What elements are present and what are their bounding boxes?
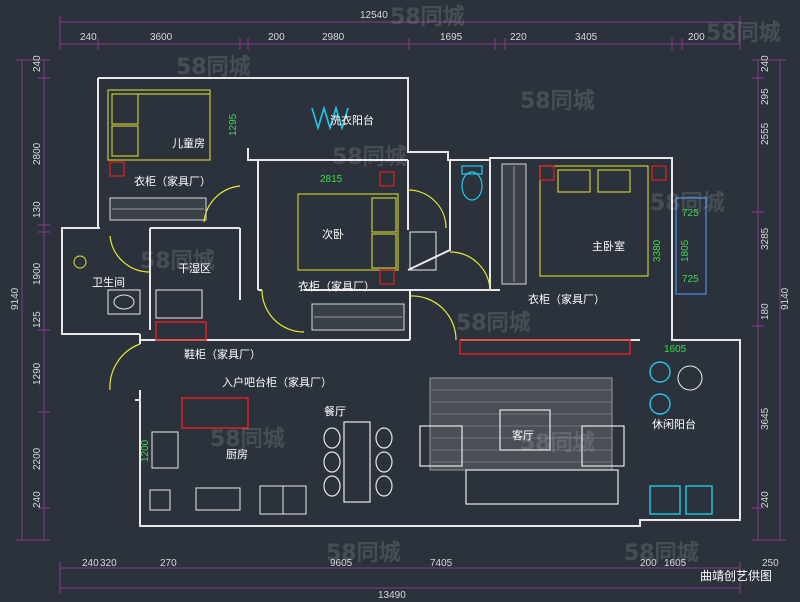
dim-top-seg: 200 <box>688 32 705 43</box>
dim-left-seg: 240 <box>32 55 43 72</box>
dim-left-seg: 1290 <box>32 362 43 385</box>
bar-cabinet <box>181 397 249 429</box>
bed-second <box>297 193 399 271</box>
dim-right-seg: 3285 <box>760 227 771 250</box>
dim-right-total: 9140 <box>780 287 791 310</box>
watermark: 58同城 <box>650 190 725 216</box>
kitchen-fixtures <box>149 431 307 515</box>
dining-table <box>323 421 393 503</box>
room-label-bathroom: 卫生间 <box>92 275 125 289</box>
watermark: 58同城 <box>390 4 465 30</box>
room-label-second: 次卧 <box>322 227 344 241</box>
dim-top-seg: 2980 <box>322 32 345 43</box>
dim-left-seg: 125 <box>32 311 43 328</box>
dim-bottom-seg: 240 <box>82 558 99 569</box>
tv-cabinet <box>459 339 631 355</box>
watermarks: 58同城 58同城 58同城 58同城 58同城 58同城 58同城 58同城 … <box>140 4 781 566</box>
wardrobe-hatch <box>112 166 515 318</box>
dim-bottom-seg: 7405 <box>430 558 453 569</box>
dim-bottom-seg: 1605 <box>664 558 687 569</box>
label-bar-cabinet: 入户吧台柜（家具厂） <box>222 375 332 389</box>
dim-top-seg: 220 <box>510 32 527 43</box>
watermark: 58同城 <box>176 54 251 80</box>
dim-inner-3380: 3380 <box>652 239 663 262</box>
dim-right-seg: 180 <box>760 303 771 320</box>
watermark: 58同城 <box>520 88 595 114</box>
dim-left-total: 9140 <box>10 287 21 310</box>
dim-bottom-seg: 9605 <box>330 558 353 569</box>
sofa-set <box>419 409 625 505</box>
dim-top-seg: 200 <box>268 32 285 43</box>
dim-right-seg: 3645 <box>760 407 771 430</box>
watermark: 58同城 <box>326 540 401 566</box>
dim-left: 9140 240 2800 130 1900 125 1290 2200 240 <box>10 55 43 508</box>
watermark: 58同城 <box>520 430 595 456</box>
dim-left-seg: 240 <box>32 491 43 508</box>
balcony-chairs <box>649 361 713 515</box>
dim-inner-1200: 1200 <box>140 439 151 462</box>
dim-right-seg: 295 <box>760 88 771 105</box>
dim-bottom-seg: 320 <box>100 558 117 569</box>
master-window <box>675 197 707 295</box>
dim-inner-1295: 1295 <box>228 113 239 136</box>
dim-bottom-seg: 200 <box>640 558 657 569</box>
room-label-children: 儿童房 <box>172 136 205 150</box>
dim-inner-725b: 725 <box>682 274 699 285</box>
nightstands <box>109 161 667 285</box>
dim-left-seg: 1900 <box>32 262 43 285</box>
shoe-cabinet <box>155 321 207 341</box>
dim-top-total: 12540 <box>360 10 388 21</box>
dim-bottom-segments: 240 320 270 9605 7405 200 1605 250 <box>82 558 779 569</box>
dim-inner-1805: 1805 <box>680 239 691 262</box>
toilet-master <box>461 165 483 201</box>
wardrobes <box>109 163 527 331</box>
watermark: 58同城 <box>140 248 215 274</box>
dim-inner-725a: 725 <box>682 208 699 219</box>
bed-children <box>107 89 211 161</box>
dim-left-seg: 130 <box>32 201 43 218</box>
toilet-bathroom <box>73 255 87 269</box>
watermark: 58同城 <box>332 144 407 170</box>
dim-right: 9140 240 2555 295 3285 180 3645 240 <box>760 55 791 508</box>
label-wardrobe-master: 衣柜（家具厂） <box>528 292 605 306</box>
dim-right-seg: 240 <box>760 491 771 508</box>
room-label-dry: 干湿区 <box>178 262 211 275</box>
room-label-dining: 餐厅 <box>324 404 346 418</box>
dim-bottom-total: 13490 <box>378 590 406 601</box>
watermark: 58同城 <box>210 426 285 452</box>
label-wardrobe-second: 衣柜（家具厂） <box>298 279 375 293</box>
dim-top-seg: 3600 <box>150 32 173 43</box>
doors <box>109 185 491 391</box>
room-label-kitchen: 厨房 <box>226 448 248 461</box>
dim-bottom-seg: 270 <box>160 558 177 569</box>
dim-left-seg: 2200 <box>32 447 43 470</box>
dim-top-seg: 1695 <box>440 32 463 43</box>
laundry-icon <box>311 105 349 131</box>
room-label-living: 客厅 <box>512 428 534 442</box>
dim-top-seg: 3405 <box>575 32 598 43</box>
watermark: 58同城 <box>456 310 531 336</box>
balcony-plant <box>677 365 703 391</box>
label-shoe-cabinet: 鞋柜（家具厂） <box>184 347 261 361</box>
bathroom-fixtures <box>107 231 437 319</box>
dim-top-seg: 240 <box>80 32 97 43</box>
label-wardrobe-children: 衣柜（家具厂） <box>134 174 211 188</box>
room-label-laundry: 洗衣阳台 <box>330 113 374 127</box>
dim-inner-2815: 2815 <box>320 174 343 185</box>
dim-inner-1605: 1605 <box>664 344 687 355</box>
room-label-master: 主卧室 <box>592 239 625 253</box>
image-credit: 曲靖创艺供图 <box>700 569 772 583</box>
dim-top-segments: 240 3600 200 2980 1695 220 3405 200 <box>80 32 705 43</box>
dim-bottom-seg: 250 <box>762 558 779 569</box>
dim-right-seg: 2555 <box>760 122 771 145</box>
room-label-leisure: 休闲阳台 <box>652 417 696 431</box>
living-floor-hatch <box>429 377 613 471</box>
dim-left-seg: 2800 <box>32 142 43 165</box>
bed-master <box>539 165 649 277</box>
dim-right-seg: 240 <box>760 55 771 72</box>
dimension-lines <box>16 16 786 594</box>
watermark: 58同城 <box>706 20 781 46</box>
watermark: 58同城 <box>624 540 699 566</box>
